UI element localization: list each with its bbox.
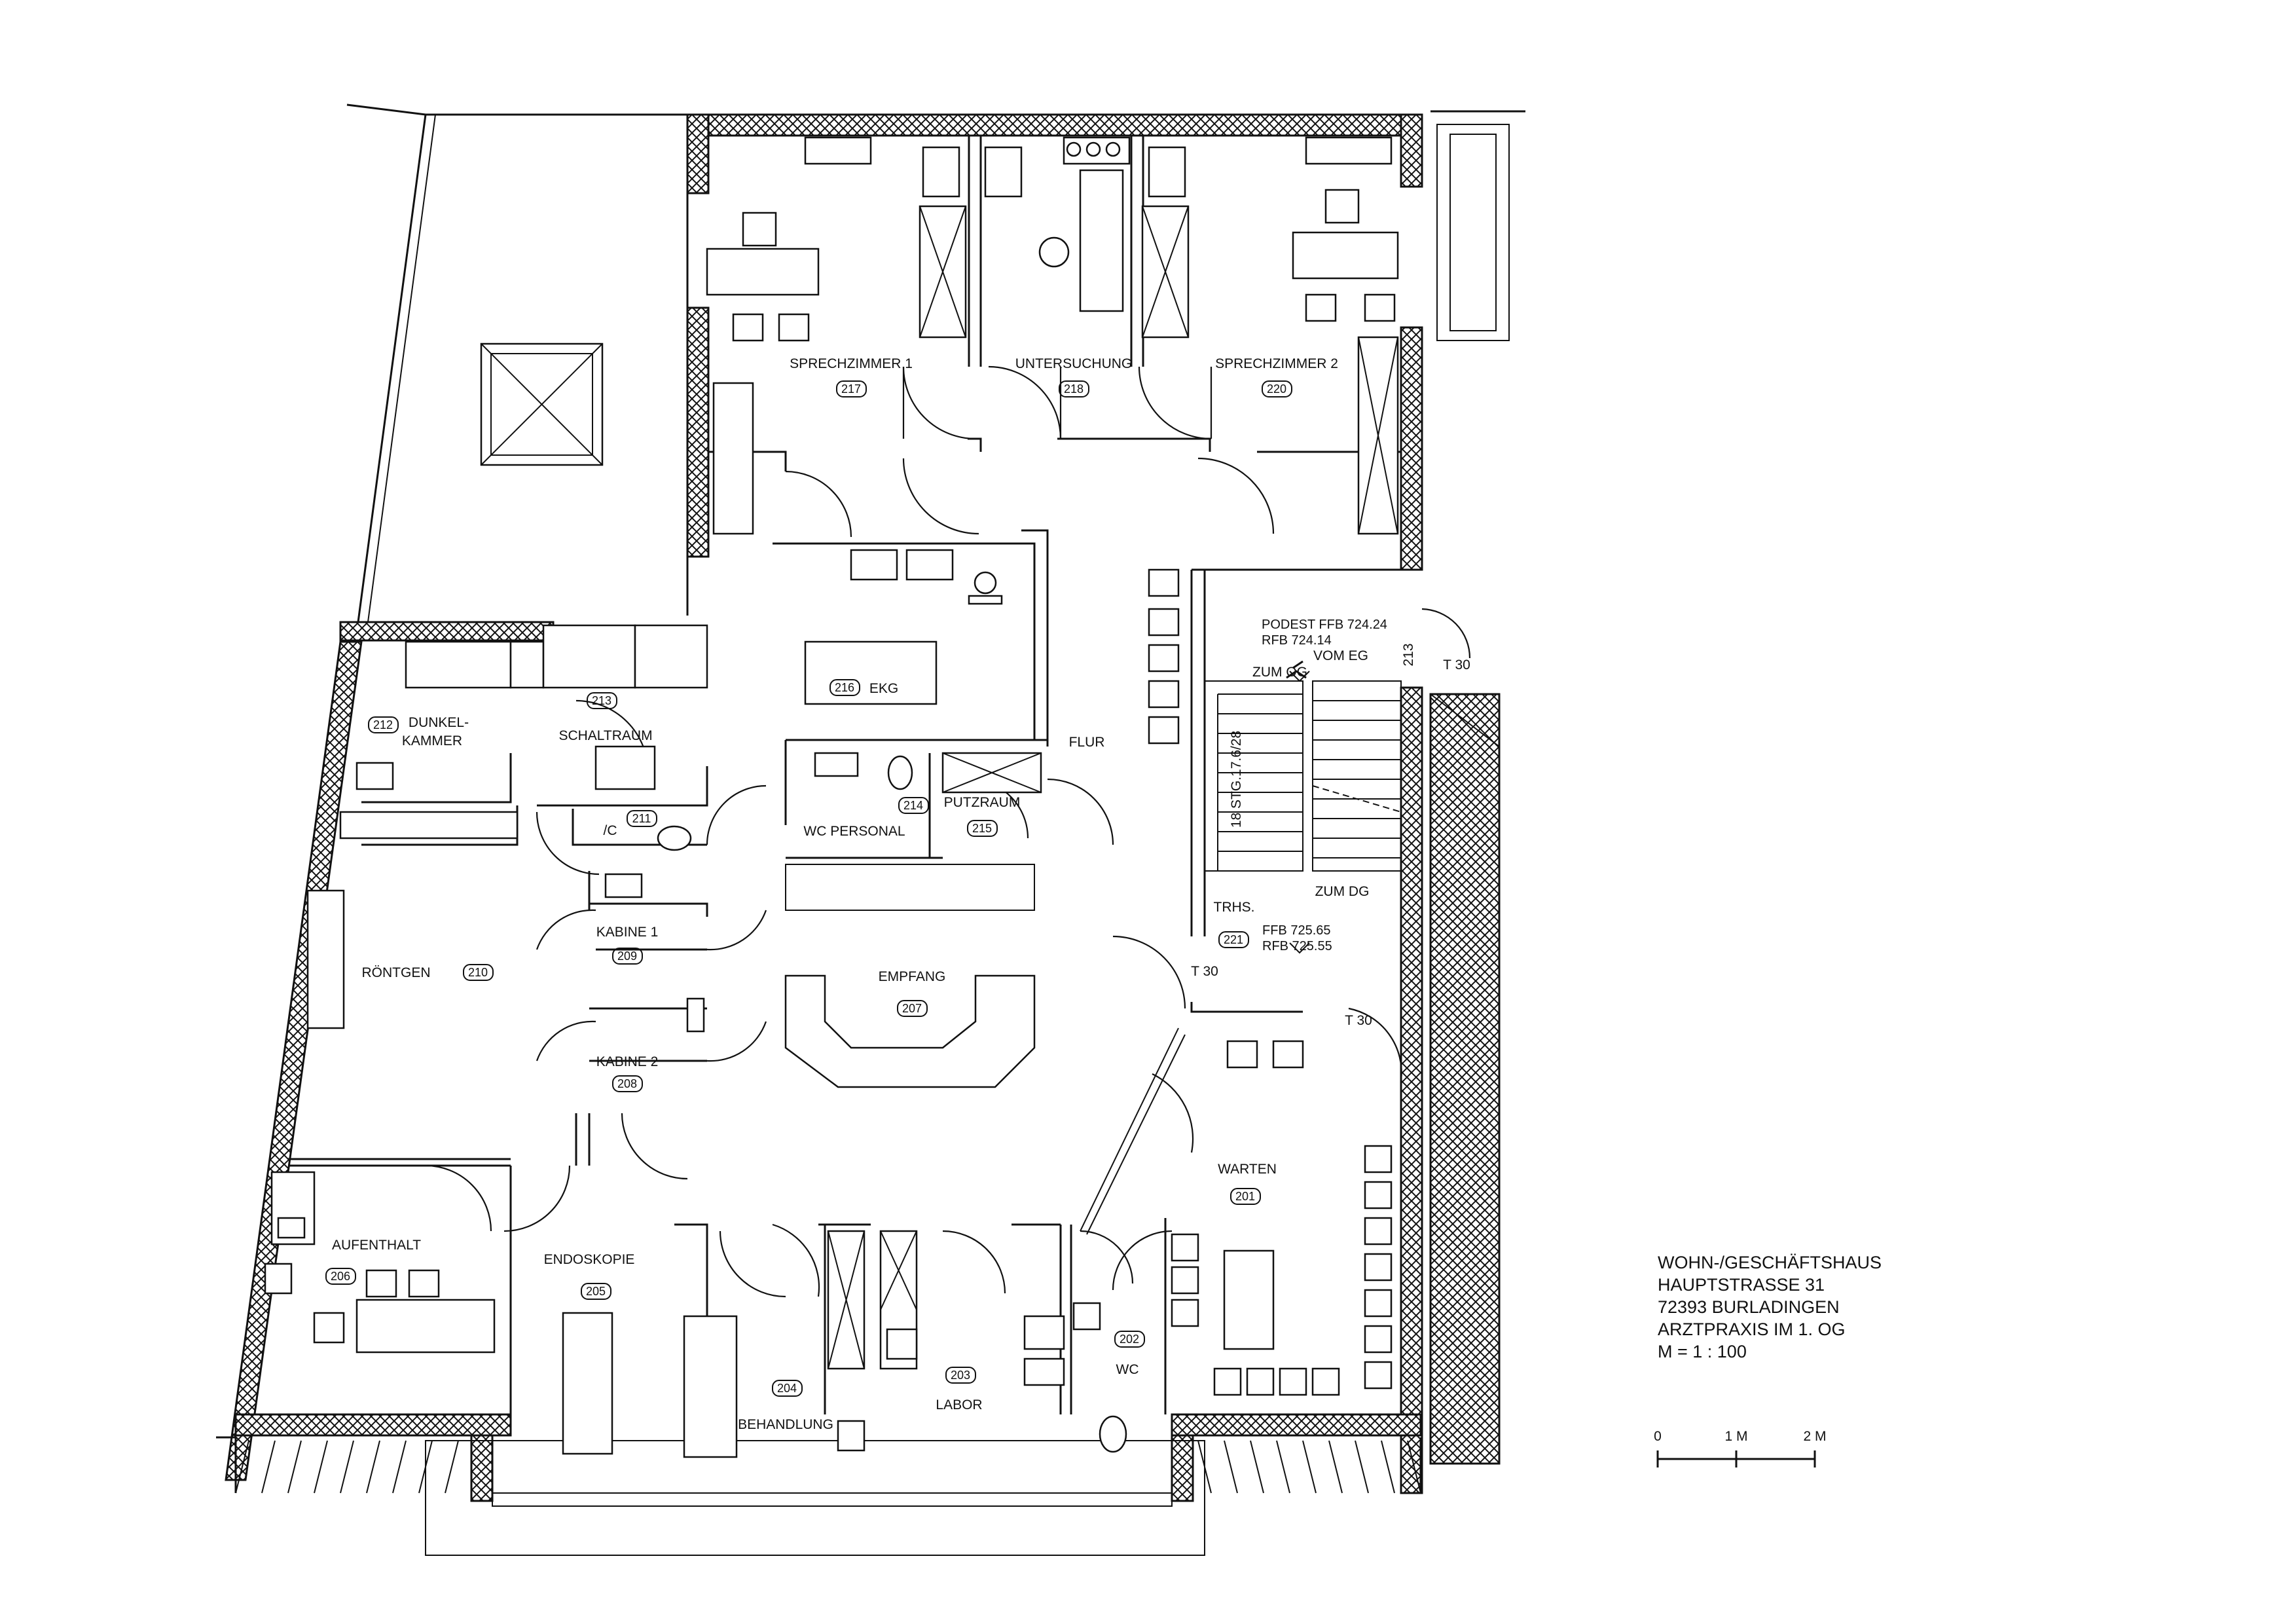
balcony (216, 1436, 1422, 1556)
room-number-206: 206 (331, 1270, 350, 1283)
scale-bar: 0 1 M 2 M (1654, 1429, 1827, 1467)
room-name-210: RÖNTGEN (362, 965, 431, 980)
room-name-211: /C (604, 823, 617, 838)
scale-tick-2: 2 M (1803, 1429, 1826, 1444)
room-labels: SPRECHZIMMER 1 217 UNTERSUCHUNG 218 SPRE… (325, 356, 1470, 1432)
room-name-217: SPRECHZIMMER 1 (790, 356, 913, 371)
room-number-214: 214 (903, 799, 923, 812)
room-number-205: 205 (586, 1285, 606, 1298)
room-number-209: 209 (617, 950, 637, 963)
room-name-215: PUTZRAUM (944, 795, 1021, 810)
t30-stair: T 30 (1191, 964, 1218, 979)
room-name-202: WC (1116, 1362, 1139, 1377)
room-name-207: EMPFANG (879, 969, 946, 984)
trhs-ffb: FFB 725.65 (1262, 923, 1331, 938)
room-number-215: 215 (972, 822, 992, 835)
room-name-216: EKG (869, 681, 898, 696)
room-name-208: KABINE 2 (596, 1054, 659, 1069)
room-name-203: LABOR (936, 1397, 982, 1412)
room-number-210: 210 (468, 966, 488, 979)
staircase (1204, 660, 1402, 872)
room-number-220: 220 (1267, 382, 1286, 396)
furniture (264, 136, 1399, 1458)
room-number-207: 207 (902, 1002, 922, 1015)
doors (425, 365, 1471, 1298)
room-name-212a: DUNKEL- (409, 715, 469, 730)
room-number-213: 213 (592, 694, 611, 707)
room-number-217: 217 (841, 382, 861, 396)
right-exterior (1429, 110, 1525, 1465)
title-line-2: HAUPTSTRASSE 31 (1658, 1275, 1825, 1295)
podest-rfb: RFB 724.14 (1262, 633, 1332, 648)
room-number-208: 208 (617, 1077, 637, 1090)
scale-tick-1: 1 M (1724, 1429, 1747, 1444)
title-line-4: ARZTPRAXIS IM 1. OG (1658, 1320, 1846, 1339)
trhs-rfb: RFB 725.55 (1262, 939, 1332, 953)
zum-dg-label: ZUM DG (1315, 884, 1370, 899)
terrace-area (346, 103, 689, 633)
room-name-220: SPRECHZIMMER 2 (1215, 356, 1338, 371)
exterior-walls (225, 113, 1423, 1502)
scale-tick-0: 0 (1654, 1429, 1662, 1444)
vom-eg-label: VOM EG (1313, 648, 1368, 663)
title-line-3: 72393 BURLADINGEN (1658, 1297, 1840, 1317)
side-213-label: 213 (1401, 643, 1416, 666)
room-number-211: 211 (632, 812, 651, 825)
room-name-213: SCHALTRAUM (558, 728, 652, 743)
title-block: WOHN-/GESCHÄFTSHAUS HAUPTSTRASSE 31 7239… (1658, 1253, 1882, 1361)
t30-warten: T 30 (1345, 1013, 1372, 1028)
room-number-221: 221 (1224, 933, 1243, 946)
stairs-label: 18 STG.17.6/28 (1229, 731, 1244, 828)
room-name-221: TRHS. (1214, 900, 1255, 915)
room-number-204: 204 (777, 1382, 797, 1395)
room-name-201: WARTEN (1218, 1162, 1277, 1177)
room-number-218: 218 (1064, 382, 1084, 396)
room-name-206: AUFENTHALT (332, 1238, 421, 1253)
flur-label: FLUR (1069, 735, 1105, 750)
room-name-205: ENDOSKOPIE (544, 1252, 635, 1267)
room-name-212b: KAMMER (402, 733, 462, 748)
t30-side: T 30 (1443, 657, 1470, 673)
room-name-218: UNTERSUCHUNG (1015, 356, 1133, 371)
podest-ffb: PODEST FFB 724.24 (1262, 618, 1387, 632)
room-number-202: 202 (1120, 1333, 1139, 1346)
room-name-204: BEHANDLUNG (738, 1417, 833, 1432)
room-name-209: KABINE 1 (596, 925, 659, 940)
zum-og-label: ZUM OG (1252, 665, 1307, 680)
room-number-216: 216 (835, 681, 854, 694)
room-number-212: 212 (373, 718, 393, 731)
room-number-201: 201 (1235, 1190, 1255, 1203)
room-number-203: 203 (951, 1369, 970, 1382)
title-line-5: M = 1 : 100 (1658, 1342, 1747, 1361)
room-name-214: WC PERSONAL (803, 824, 905, 839)
title-line-1: WOHN-/GESCHÄFTSHAUS (1658, 1253, 1882, 1272)
